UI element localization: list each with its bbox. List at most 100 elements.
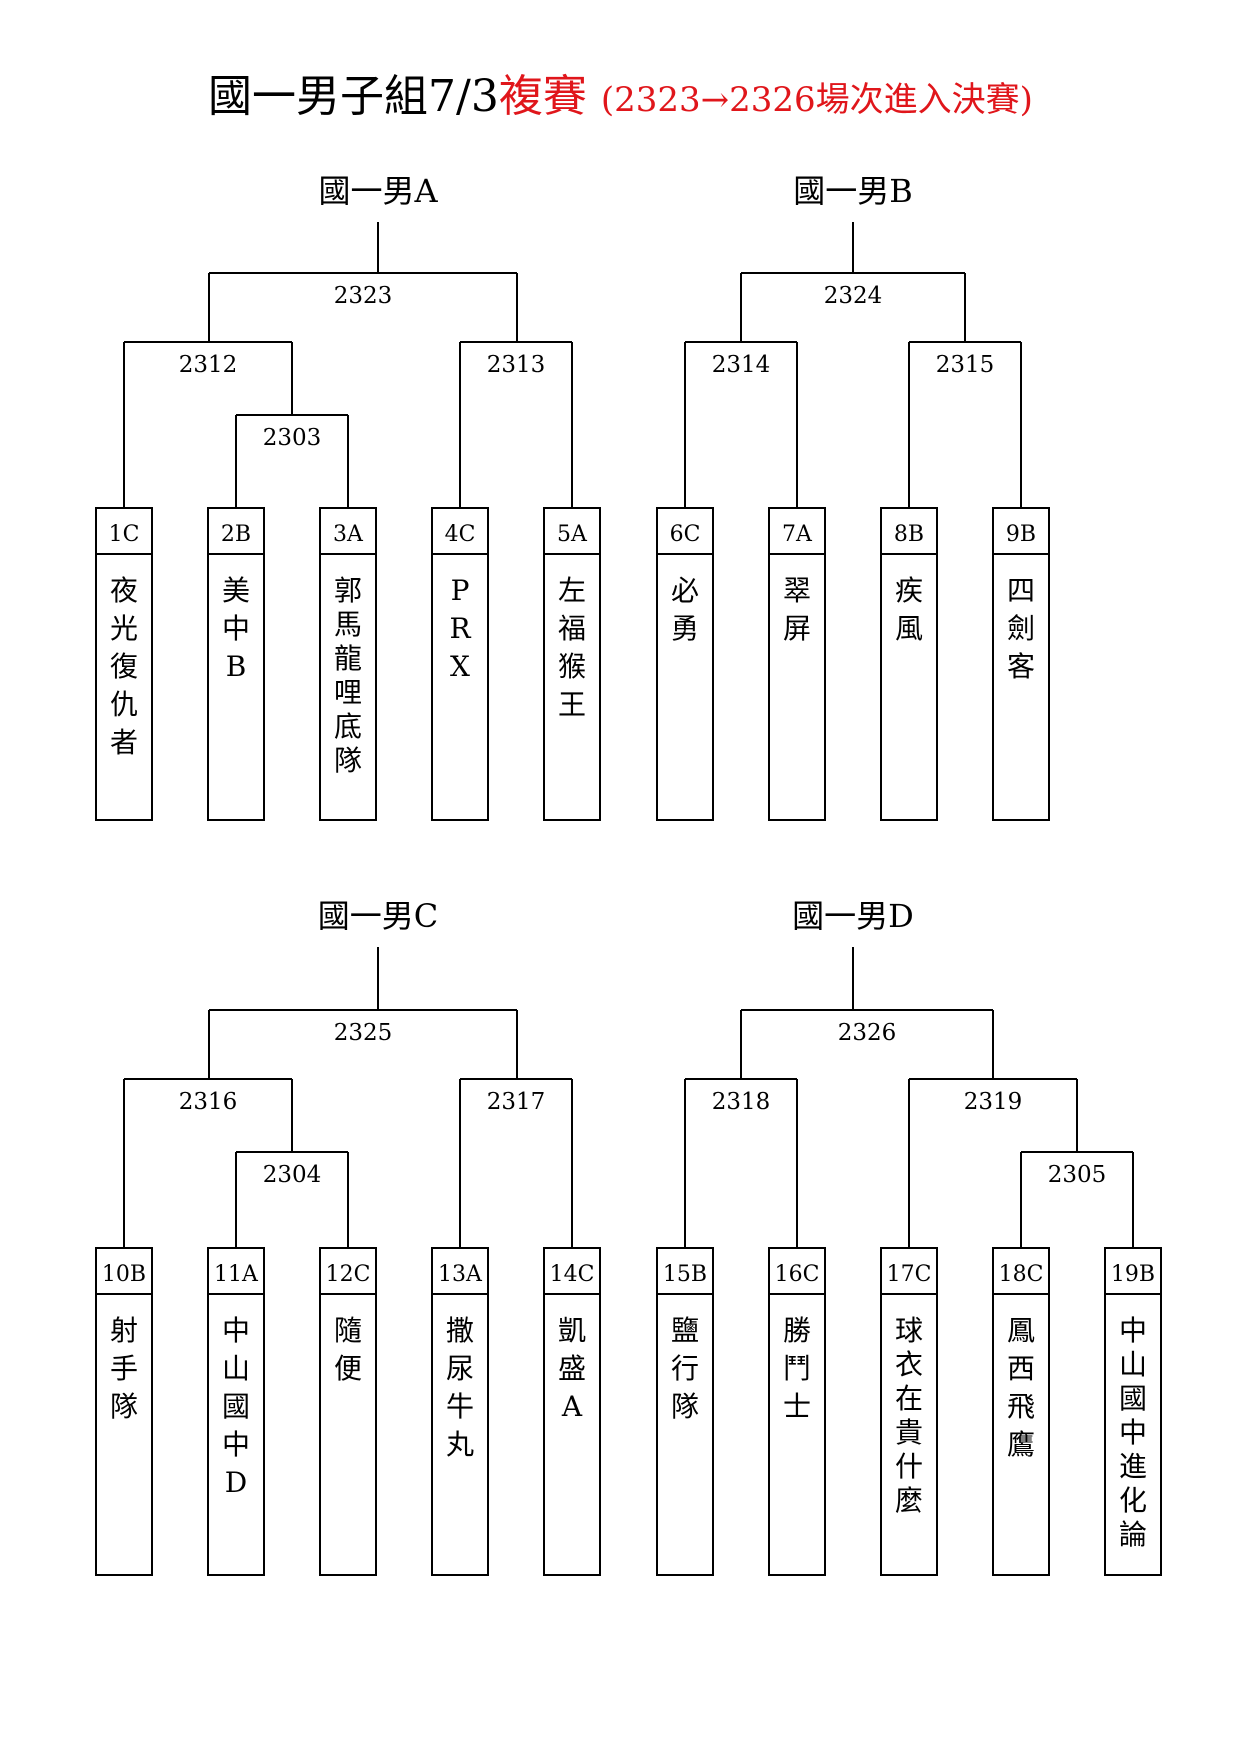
team-name-char: 屏 bbox=[783, 612, 811, 645]
final-match-number: 2325 bbox=[334, 1020, 393, 1046]
team-name-char: 撒 bbox=[446, 1314, 474, 1347]
team-name-char: 疾 bbox=[895, 574, 923, 607]
team-name-char: 盛 bbox=[558, 1352, 586, 1385]
team-name-char: 中 bbox=[1119, 1416, 1147, 1449]
team-name-char: 西 bbox=[1007, 1352, 1035, 1385]
team-seed: 19B bbox=[1111, 1262, 1155, 1287]
team-name-char: 鷹 bbox=[1007, 1428, 1035, 1461]
team-name-char: 論 bbox=[1119, 1518, 1147, 1551]
team-name-char: 鹽 bbox=[671, 1314, 699, 1347]
team-name-char: 進 bbox=[1119, 1450, 1147, 1483]
team-seed: 10B bbox=[102, 1262, 146, 1287]
team-box bbox=[992, 1247, 1050, 1576]
team-name-char: 麼 bbox=[895, 1484, 923, 1517]
team-name-char: 龍 bbox=[334, 642, 362, 675]
team-name-char: 凱 bbox=[558, 1314, 586, 1347]
team-name-char: P bbox=[451, 574, 470, 607]
team-name-char: 行 bbox=[671, 1352, 699, 1385]
team-name-char: 山 bbox=[222, 1352, 250, 1385]
team-box bbox=[992, 507, 1050, 821]
team-name-char: 左 bbox=[558, 574, 586, 607]
match-number: 2314 bbox=[712, 352, 771, 378]
group-title: 國一男B bbox=[793, 172, 913, 210]
team-name-char: 中 bbox=[1119, 1314, 1147, 1347]
team-seed: 9B bbox=[1006, 522, 1036, 547]
team-seed: 17C bbox=[887, 1262, 932, 1287]
team-name-char: 山 bbox=[1119, 1348, 1147, 1381]
team-name-char: A bbox=[561, 1390, 583, 1423]
team-name-char: 飛 bbox=[1007, 1390, 1035, 1423]
team-seed: 7A bbox=[782, 522, 813, 547]
team-name-char: 鳳 bbox=[1007, 1314, 1035, 1347]
team-box bbox=[656, 1247, 714, 1576]
team-name-char: D bbox=[225, 1466, 247, 1499]
team-box bbox=[95, 1247, 153, 1576]
team-name-char: 必 bbox=[671, 574, 699, 607]
team-seed: 15B bbox=[663, 1262, 707, 1287]
team-name-char: 哩 bbox=[334, 676, 362, 709]
page-title: 國一男子組7/3複賽 (2323→2326場次進入決賽) bbox=[0, 60, 1241, 124]
team-name-char: 復 bbox=[110, 650, 138, 683]
team-name-char: 隊 bbox=[334, 744, 362, 777]
team-name-char: 光 bbox=[110, 612, 138, 645]
title-stage: 複賽 bbox=[498, 71, 587, 122]
team-name-char: 士 bbox=[783, 1390, 811, 1423]
team-box bbox=[319, 507, 377, 821]
team-name-char: R bbox=[449, 612, 471, 645]
team-seed: 5A bbox=[557, 522, 588, 547]
team-name-char: 者 bbox=[110, 726, 138, 759]
team-name-char: 便 bbox=[334, 1352, 362, 1385]
match-number: 2313 bbox=[487, 352, 546, 378]
team-box bbox=[431, 507, 489, 821]
match-number: 2319 bbox=[964, 1089, 1023, 1115]
team-name-char: 隊 bbox=[110, 1390, 138, 1423]
team-seed: 6C bbox=[670, 522, 701, 547]
team-box bbox=[880, 1247, 938, 1576]
team-name-char: 國 bbox=[222, 1390, 250, 1423]
team-seed: 11A bbox=[214, 1262, 259, 1287]
team-box bbox=[207, 507, 265, 821]
team-name-char: 勝 bbox=[783, 1314, 811, 1347]
team-name-char: 化 bbox=[1119, 1484, 1147, 1517]
match-number: 2312 bbox=[179, 352, 238, 378]
match-number: 2305 bbox=[1048, 1162, 1107, 1188]
team-box bbox=[656, 507, 714, 821]
team-name-char: 客 bbox=[1007, 650, 1035, 683]
team-name-char: B bbox=[226, 650, 247, 683]
team-box bbox=[431, 1247, 489, 1576]
team-seed: 4C bbox=[445, 522, 476, 547]
team-seed: 8B bbox=[894, 522, 924, 547]
team-name-char: 郭 bbox=[334, 574, 362, 607]
team-seed: 16C bbox=[775, 1262, 820, 1287]
team-name-char: 中 bbox=[222, 1314, 250, 1347]
group-title: 國一男C bbox=[318, 897, 439, 935]
team-name-char: 隨 bbox=[334, 1314, 362, 1347]
team-box bbox=[319, 1247, 377, 1576]
team-name-char: 尿 bbox=[446, 1352, 474, 1385]
final-match-number: 2323 bbox=[334, 283, 393, 309]
team-name-char: 中 bbox=[222, 1428, 250, 1461]
final-match-number: 2324 bbox=[824, 283, 883, 309]
final-match-number: 2326 bbox=[838, 1020, 897, 1046]
team-name-char: 猴 bbox=[558, 650, 586, 683]
team-box bbox=[543, 1247, 601, 1576]
team-name-char: 手 bbox=[110, 1352, 138, 1385]
match-number: 2317 bbox=[487, 1089, 546, 1115]
team-name-char: 劍 bbox=[1007, 612, 1035, 645]
team-name-char: 射 bbox=[110, 1314, 138, 1347]
team-box bbox=[207, 1247, 265, 1576]
team-seed: 13A bbox=[438, 1262, 483, 1287]
team-name-char: 風 bbox=[895, 612, 923, 645]
team-seed: 2B bbox=[221, 522, 251, 547]
team-name-char: 中 bbox=[222, 612, 250, 645]
team-name-char: 丸 bbox=[446, 1428, 474, 1461]
team-name-char: 福 bbox=[558, 612, 586, 645]
team-name-char: 牛 bbox=[446, 1390, 474, 1423]
match-number: 2315 bbox=[936, 352, 995, 378]
group-title: 國一男A bbox=[318, 172, 438, 210]
team-seed: 14C bbox=[550, 1262, 595, 1287]
team-name-char: 翠 bbox=[783, 574, 811, 607]
team-name-char: X bbox=[450, 650, 470, 683]
team-seed: 12C bbox=[326, 1262, 371, 1287]
